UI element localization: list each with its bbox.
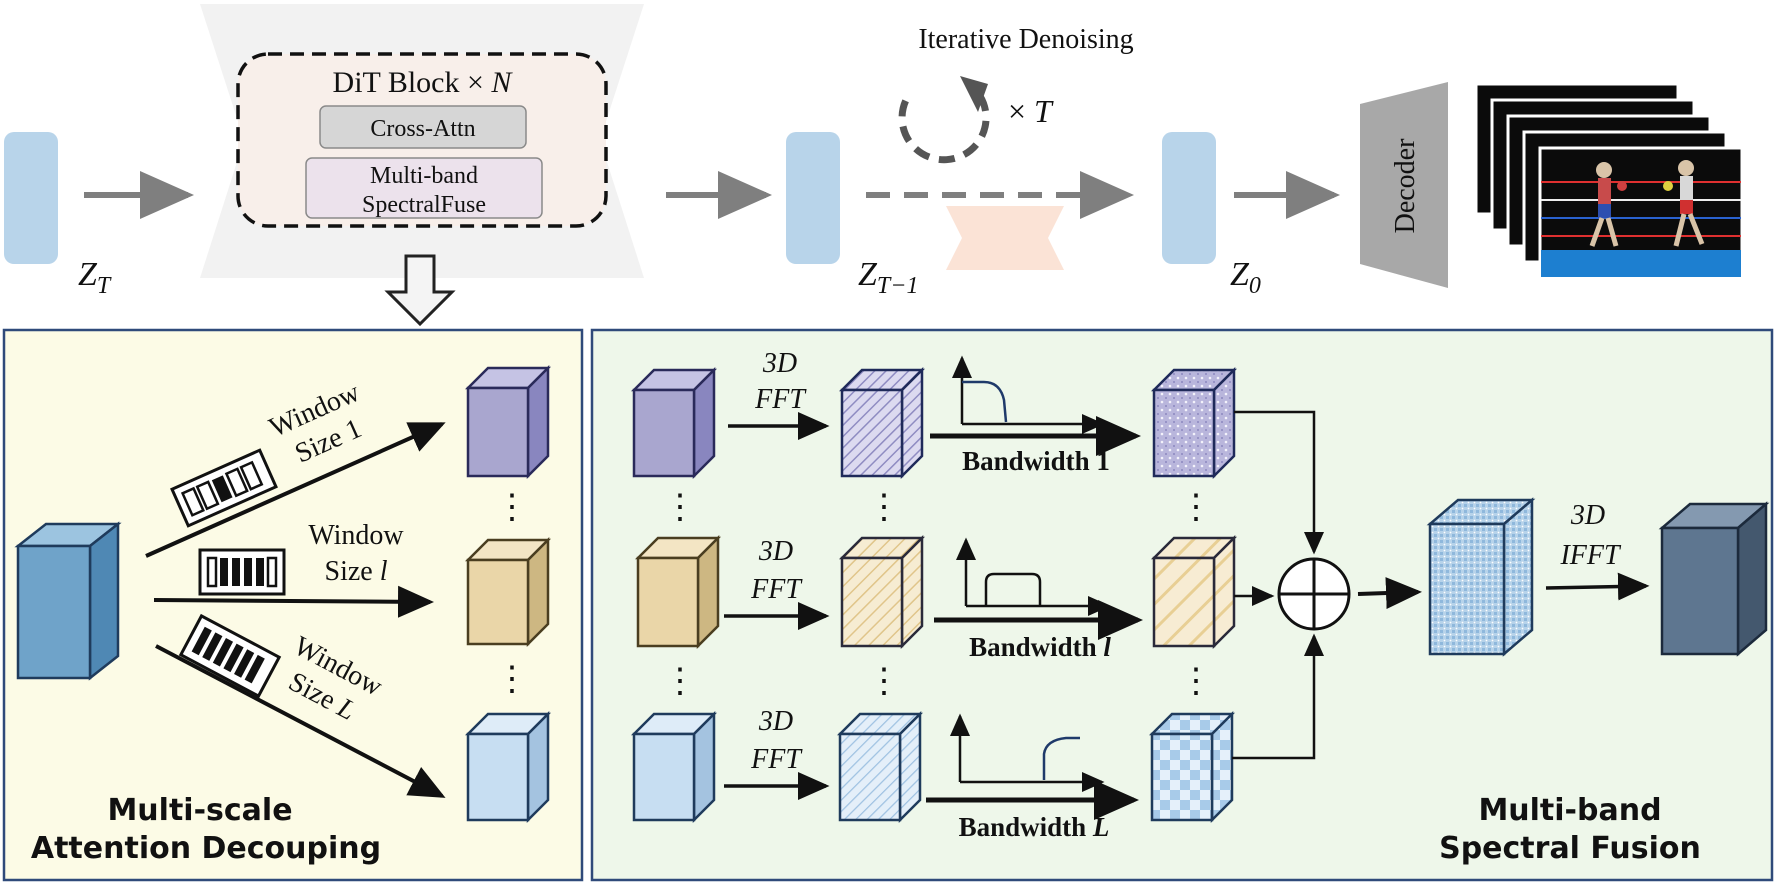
connector-band-L bbox=[1232, 633, 1324, 760]
cube-window-L bbox=[464, 710, 552, 824]
svg-text:3D: 3D bbox=[758, 536, 793, 567]
right-panel-title-1: Multi-band bbox=[1478, 793, 1661, 828]
filtered-cube-band-l bbox=[1150, 534, 1238, 650]
svg-text:Window: Window bbox=[308, 520, 404, 551]
cube-window-1 bbox=[464, 364, 552, 480]
output-cube bbox=[1658, 501, 1770, 657]
dots-left-1: ⋮ bbox=[495, 489, 529, 526]
arrow-window-L bbox=[155, 644, 446, 798]
dots-right-4: ⋮ bbox=[867, 663, 901, 700]
svg-text:Size l: Size l bbox=[325, 556, 388, 587]
left-panel-title-1: Multi-scale bbox=[107, 793, 292, 828]
cross-attn-box bbox=[319, 105, 527, 149]
input-cube bbox=[14, 521, 122, 681]
input-cube-band-L bbox=[630, 710, 718, 824]
cube-window-l bbox=[464, 536, 552, 648]
z0-label: Z0 bbox=[1230, 256, 1261, 299]
output-video-frames bbox=[1474, 82, 1744, 280]
latent-zt bbox=[4, 132, 58, 264]
window-1-icon bbox=[170, 448, 278, 528]
ifft-label-2: IFFT bbox=[1559, 540, 1622, 571]
cross-attn-label: Cross-Attn bbox=[370, 116, 475, 142]
arrow-ifft bbox=[1545, 572, 1650, 601]
bandwidth-l-label: Bandwidth l bbox=[969, 632, 1111, 662]
input-cube-band-l bbox=[634, 534, 722, 650]
svg-text:FFT: FFT bbox=[754, 384, 807, 415]
spectral-fusion-panel: 3D FFT Bandwidth 1 bbox=[590, 328, 1774, 882]
loop-icon bbox=[898, 94, 990, 164]
window-l-label: Window Size l bbox=[308, 520, 404, 587]
spectral-fuse-line2: SpectralFuse bbox=[362, 192, 486, 218]
spectral-fuse-box bbox=[305, 157, 543, 219]
mini-bowtie bbox=[946, 206, 1064, 270]
ztm1-label: ZT−1 bbox=[858, 256, 918, 299]
dots-right-6: ⋮ bbox=[1179, 663, 1213, 700]
latent-z0 bbox=[1162, 132, 1216, 264]
spectrum-cube-band-l bbox=[838, 534, 926, 650]
window-L-icon bbox=[178, 613, 282, 699]
ifft-label-1: 3D bbox=[1570, 500, 1605, 531]
expand-down-arrow bbox=[384, 254, 456, 327]
fused-spectrum-cube bbox=[1426, 497, 1536, 657]
bandpass-filter-plot-icon bbox=[956, 537, 1111, 616]
latent-ztm1 bbox=[786, 132, 840, 264]
iterative-denoising-label: Iterative Denoising bbox=[918, 24, 1133, 55]
bandwidth-1-label: Bandwidth 1 bbox=[962, 446, 1110, 476]
zt-label: ZT bbox=[78, 256, 112, 299]
spectrum-cube-band-L bbox=[836, 710, 924, 824]
svg-text:FFT: FFT bbox=[750, 744, 803, 775]
decoder-block bbox=[1360, 82, 1448, 288]
row-band-l: 3D FFT Bandwidth l bbox=[634, 534, 1238, 662]
arrow-sum-to-fused bbox=[1357, 577, 1422, 610]
input-cube-band-1 bbox=[630, 366, 718, 480]
dit-block-title: DiT Block × N bbox=[333, 66, 514, 99]
spectral-fuse-line1: Multi-band bbox=[370, 163, 478, 189]
left-panel-title-2: Attention Decouping bbox=[31, 831, 381, 866]
connector-band-1 bbox=[1234, 410, 1324, 555]
filtered-cube-band-L bbox=[1148, 710, 1236, 824]
arrow-window-l bbox=[153, 585, 434, 618]
sum-node-icon bbox=[1277, 557, 1351, 631]
top-pipeline: ZT DiT Block × N Cross-Attn Multi-band S… bbox=[4, 4, 1744, 327]
right-panel-title-2: Spectral Fusion bbox=[1439, 831, 1701, 866]
filtered-cube-band-1 bbox=[1150, 366, 1238, 480]
spectrum-cube-band-1 bbox=[838, 366, 926, 480]
svg-text:3D: 3D bbox=[762, 348, 797, 379]
loop-arrowhead-icon bbox=[960, 76, 988, 112]
svg-text:FFT: FFT bbox=[750, 574, 803, 605]
dots-left-2: ⋮ bbox=[495, 661, 529, 698]
dots-right-3: ⋮ bbox=[867, 489, 901, 526]
times-t-label: × T bbox=[1008, 93, 1054, 129]
dots-right-2: ⋮ bbox=[663, 663, 697, 700]
boxer-left bbox=[1589, 162, 1627, 247]
bandwidth-L-label: Bandwidth L bbox=[959, 812, 1110, 842]
row-band-L: 3D FFT Bandwidth L bbox=[630, 706, 1236, 842]
dots-right-1: ⋮ bbox=[663, 489, 697, 526]
decoder-label: Decoder bbox=[1390, 138, 1421, 234]
highpass-filter-plot-icon bbox=[950, 713, 1105, 792]
row-band-1: 3D FFT Bandwidth 1 bbox=[630, 348, 1238, 480]
attention-decoupling-panel: Window Size 1 Window Size l Window Size … bbox=[2, 328, 584, 882]
svg-text:3D: 3D bbox=[758, 706, 793, 737]
boxer-right bbox=[1663, 160, 1705, 247]
lowpass-filter-plot-icon bbox=[952, 355, 1105, 434]
window-l-icon bbox=[198, 548, 286, 596]
dots-right-5: ⋮ bbox=[1179, 489, 1213, 526]
arrow-window-1 bbox=[145, 422, 446, 558]
